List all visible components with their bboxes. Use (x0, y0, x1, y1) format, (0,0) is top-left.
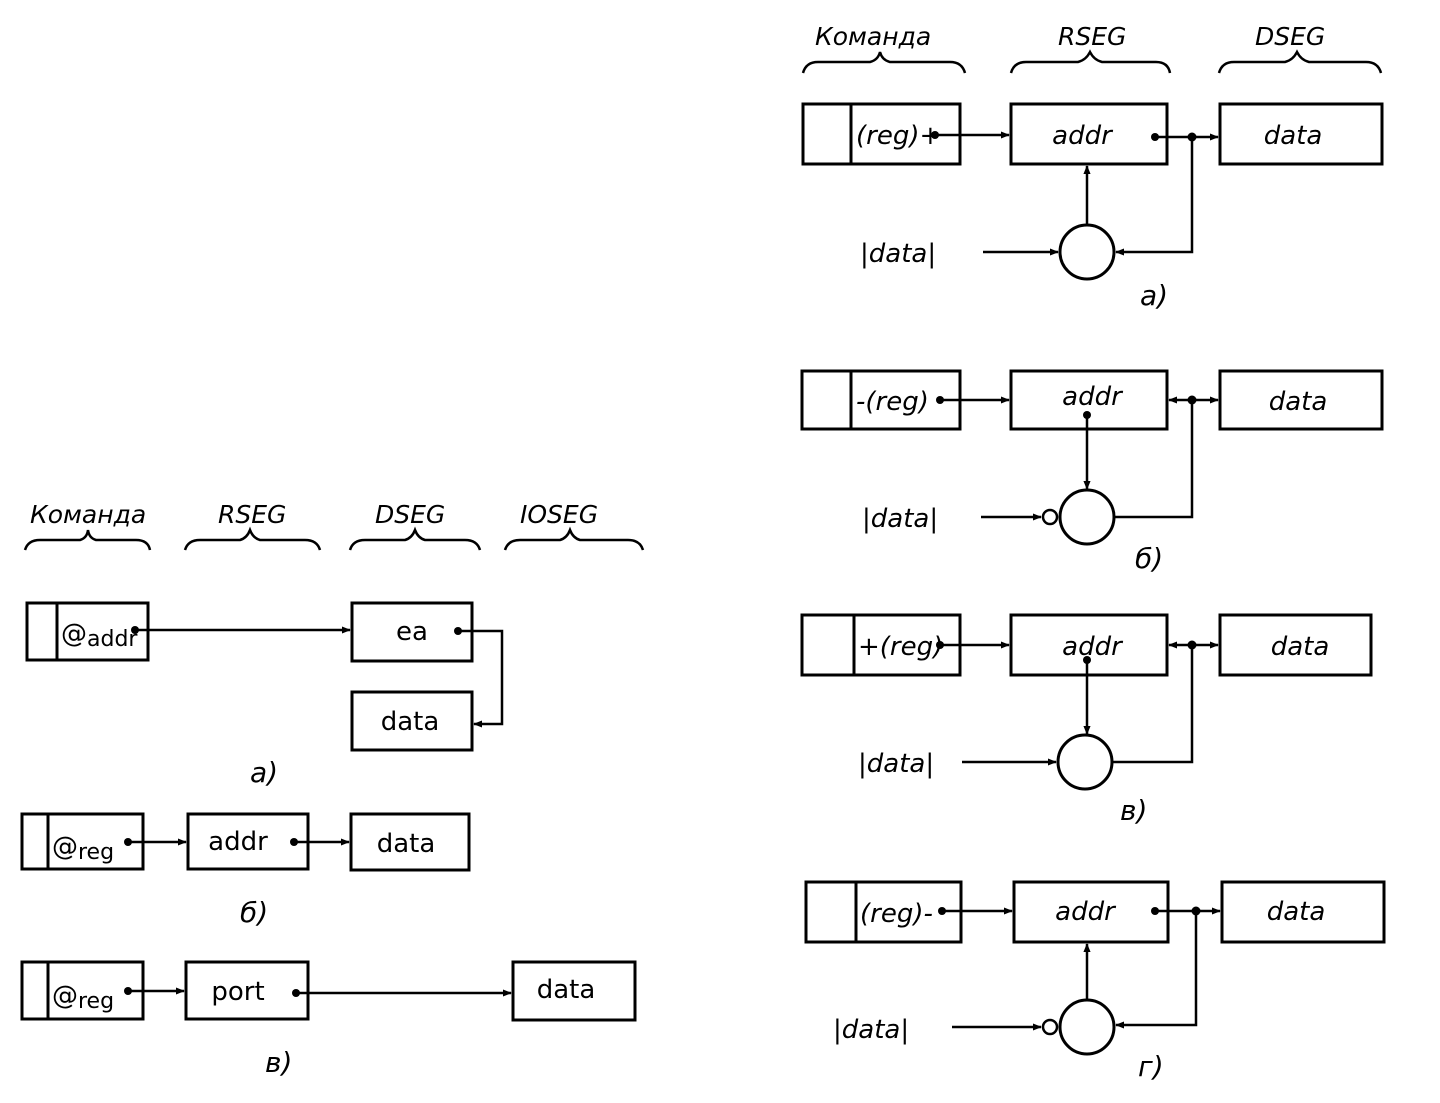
left-a-diagram: @addr ea data а) (25, 601, 504, 789)
left-v-data-box (511, 960, 637, 1022)
left-b-data-label: data (377, 829, 436, 859)
left-brace-komanda (23, 529, 152, 551)
right-v-input-label: |data| (858, 749, 934, 779)
left-a-arrow-to-data (458, 629, 504, 728)
right-b-inverter-bubble (1041, 508, 1059, 526)
right-g-instruction-box (804, 880, 963, 944)
right-g-adder-circle (1058, 998, 1116, 1056)
right-b-data-label: data (1269, 387, 1328, 417)
right-b-line-feedback (1114, 400, 1194, 519)
left-v-port-label: port (211, 977, 264, 1007)
right-a-operand: (reg)+ (856, 121, 941, 151)
left-figure: Команда RSEG DSEG IOSEG @addr ea data а) (20, 500, 645, 1079)
right-brace-komanda (801, 51, 967, 74)
right-b-adder-circle (1058, 488, 1116, 546)
left-brace-ioseg (503, 526, 645, 551)
left-v-caption: в) (265, 1046, 292, 1079)
right-b-addr-label: addr (1062, 382, 1124, 412)
left-header-dseg: DSEG (375, 500, 445, 529)
right-a-adder-circle (1058, 223, 1116, 281)
right-a-input-label: |data| (860, 239, 936, 269)
right-b-instruction-box (800, 369, 962, 431)
right-a-arrow-feedback (1115, 137, 1194, 256)
left-a-operand: @addr (61, 619, 138, 652)
left-header-ioseg: IOSEG (520, 500, 598, 529)
right-g-caption: г) (1138, 1050, 1164, 1083)
right-headers: Команда RSEG DSEG (801, 22, 1383, 74)
left-a-data-label: data (381, 707, 440, 737)
right-g-input-label: |data| (833, 1015, 909, 1045)
left-brace-rseg (183, 526, 322, 551)
right-v-caption: в) (1120, 794, 1147, 827)
right-v-data-label: data (1271, 632, 1330, 662)
right-a-addr-box (1009, 102, 1169, 166)
left-b-caption: б) (240, 896, 268, 929)
left-header-komanda: Команда (30, 500, 146, 529)
right-a-diagram: (reg)+ addr data |data| а) (801, 102, 1384, 312)
right-b-operand: -(reg) (856, 387, 929, 417)
left-b-diagram: @reg addr data б) (20, 812, 471, 929)
left-brace-dseg (348, 526, 482, 551)
left-v-instruction-box (20, 960, 145, 1021)
right-b-data-box (1218, 369, 1384, 431)
left-a-caption: а) (250, 756, 278, 789)
left-a-data-box (350, 690, 474, 752)
right-g-addr-box (1012, 880, 1170, 944)
left-b-data-box (349, 812, 471, 872)
right-a-caption: а) (1140, 279, 1168, 312)
right-g-addr-label: addr (1055, 897, 1117, 927)
right-a-addr-label: addr (1052, 121, 1114, 151)
left-b-operand: @reg (52, 832, 114, 865)
right-v-adder-circle (1056, 733, 1114, 791)
right-a-data-label: data (1264, 121, 1323, 151)
left-v-data-label: data (537, 975, 596, 1005)
right-g-operand: (reg)- (860, 899, 933, 929)
left-a-instruction-box (25, 601, 150, 662)
right-g-data-label: data (1267, 897, 1326, 927)
right-v-diagram: +(reg) addr data |data| в) (800, 613, 1373, 827)
left-v-diagram: @reg port data в) (20, 960, 637, 1079)
right-figure: Команда RSEG DSEG (reg)+ addr data |data… (800, 22, 1386, 1083)
left-v-operand: @reg (52, 981, 114, 1014)
right-b-input-label: |data| (862, 504, 938, 534)
right-g-data-box (1220, 880, 1386, 944)
right-header-dseg: DSEG (1255, 22, 1325, 51)
right-v-line-feedback (1112, 645, 1194, 764)
right-g-diagram: (reg)- addr data |data| г) (804, 880, 1386, 1083)
right-b-diagram: -(reg) addr data |data| б) (800, 369, 1384, 575)
right-a-data-box (1218, 102, 1384, 166)
right-b-caption: б) (1135, 542, 1163, 575)
left-header-rseg: RSEG (218, 500, 286, 529)
right-v-instruction-box (800, 613, 962, 677)
right-brace-rseg (1009, 49, 1172, 74)
right-header-komanda: Команда (815, 22, 931, 51)
left-v-port-box (184, 960, 310, 1021)
left-headers: Команда RSEG DSEG IOSEG (23, 500, 645, 551)
right-header-rseg: RSEG (1058, 22, 1126, 51)
right-g-arrow-feedback (1115, 911, 1198, 1029)
right-b-addr-box (1009, 369, 1169, 431)
right-v-addr-box (1009, 613, 1169, 677)
right-brace-dseg (1217, 49, 1383, 74)
right-v-operand: +(reg) (858, 632, 943, 662)
right-g-inverter-bubble (1041, 1018, 1059, 1036)
right-v-addr-label: addr (1062, 632, 1124, 662)
left-b-addr-label: addr (208, 827, 268, 857)
right-v-data-box (1218, 613, 1373, 677)
left-a-ea-label: ea (396, 617, 428, 647)
